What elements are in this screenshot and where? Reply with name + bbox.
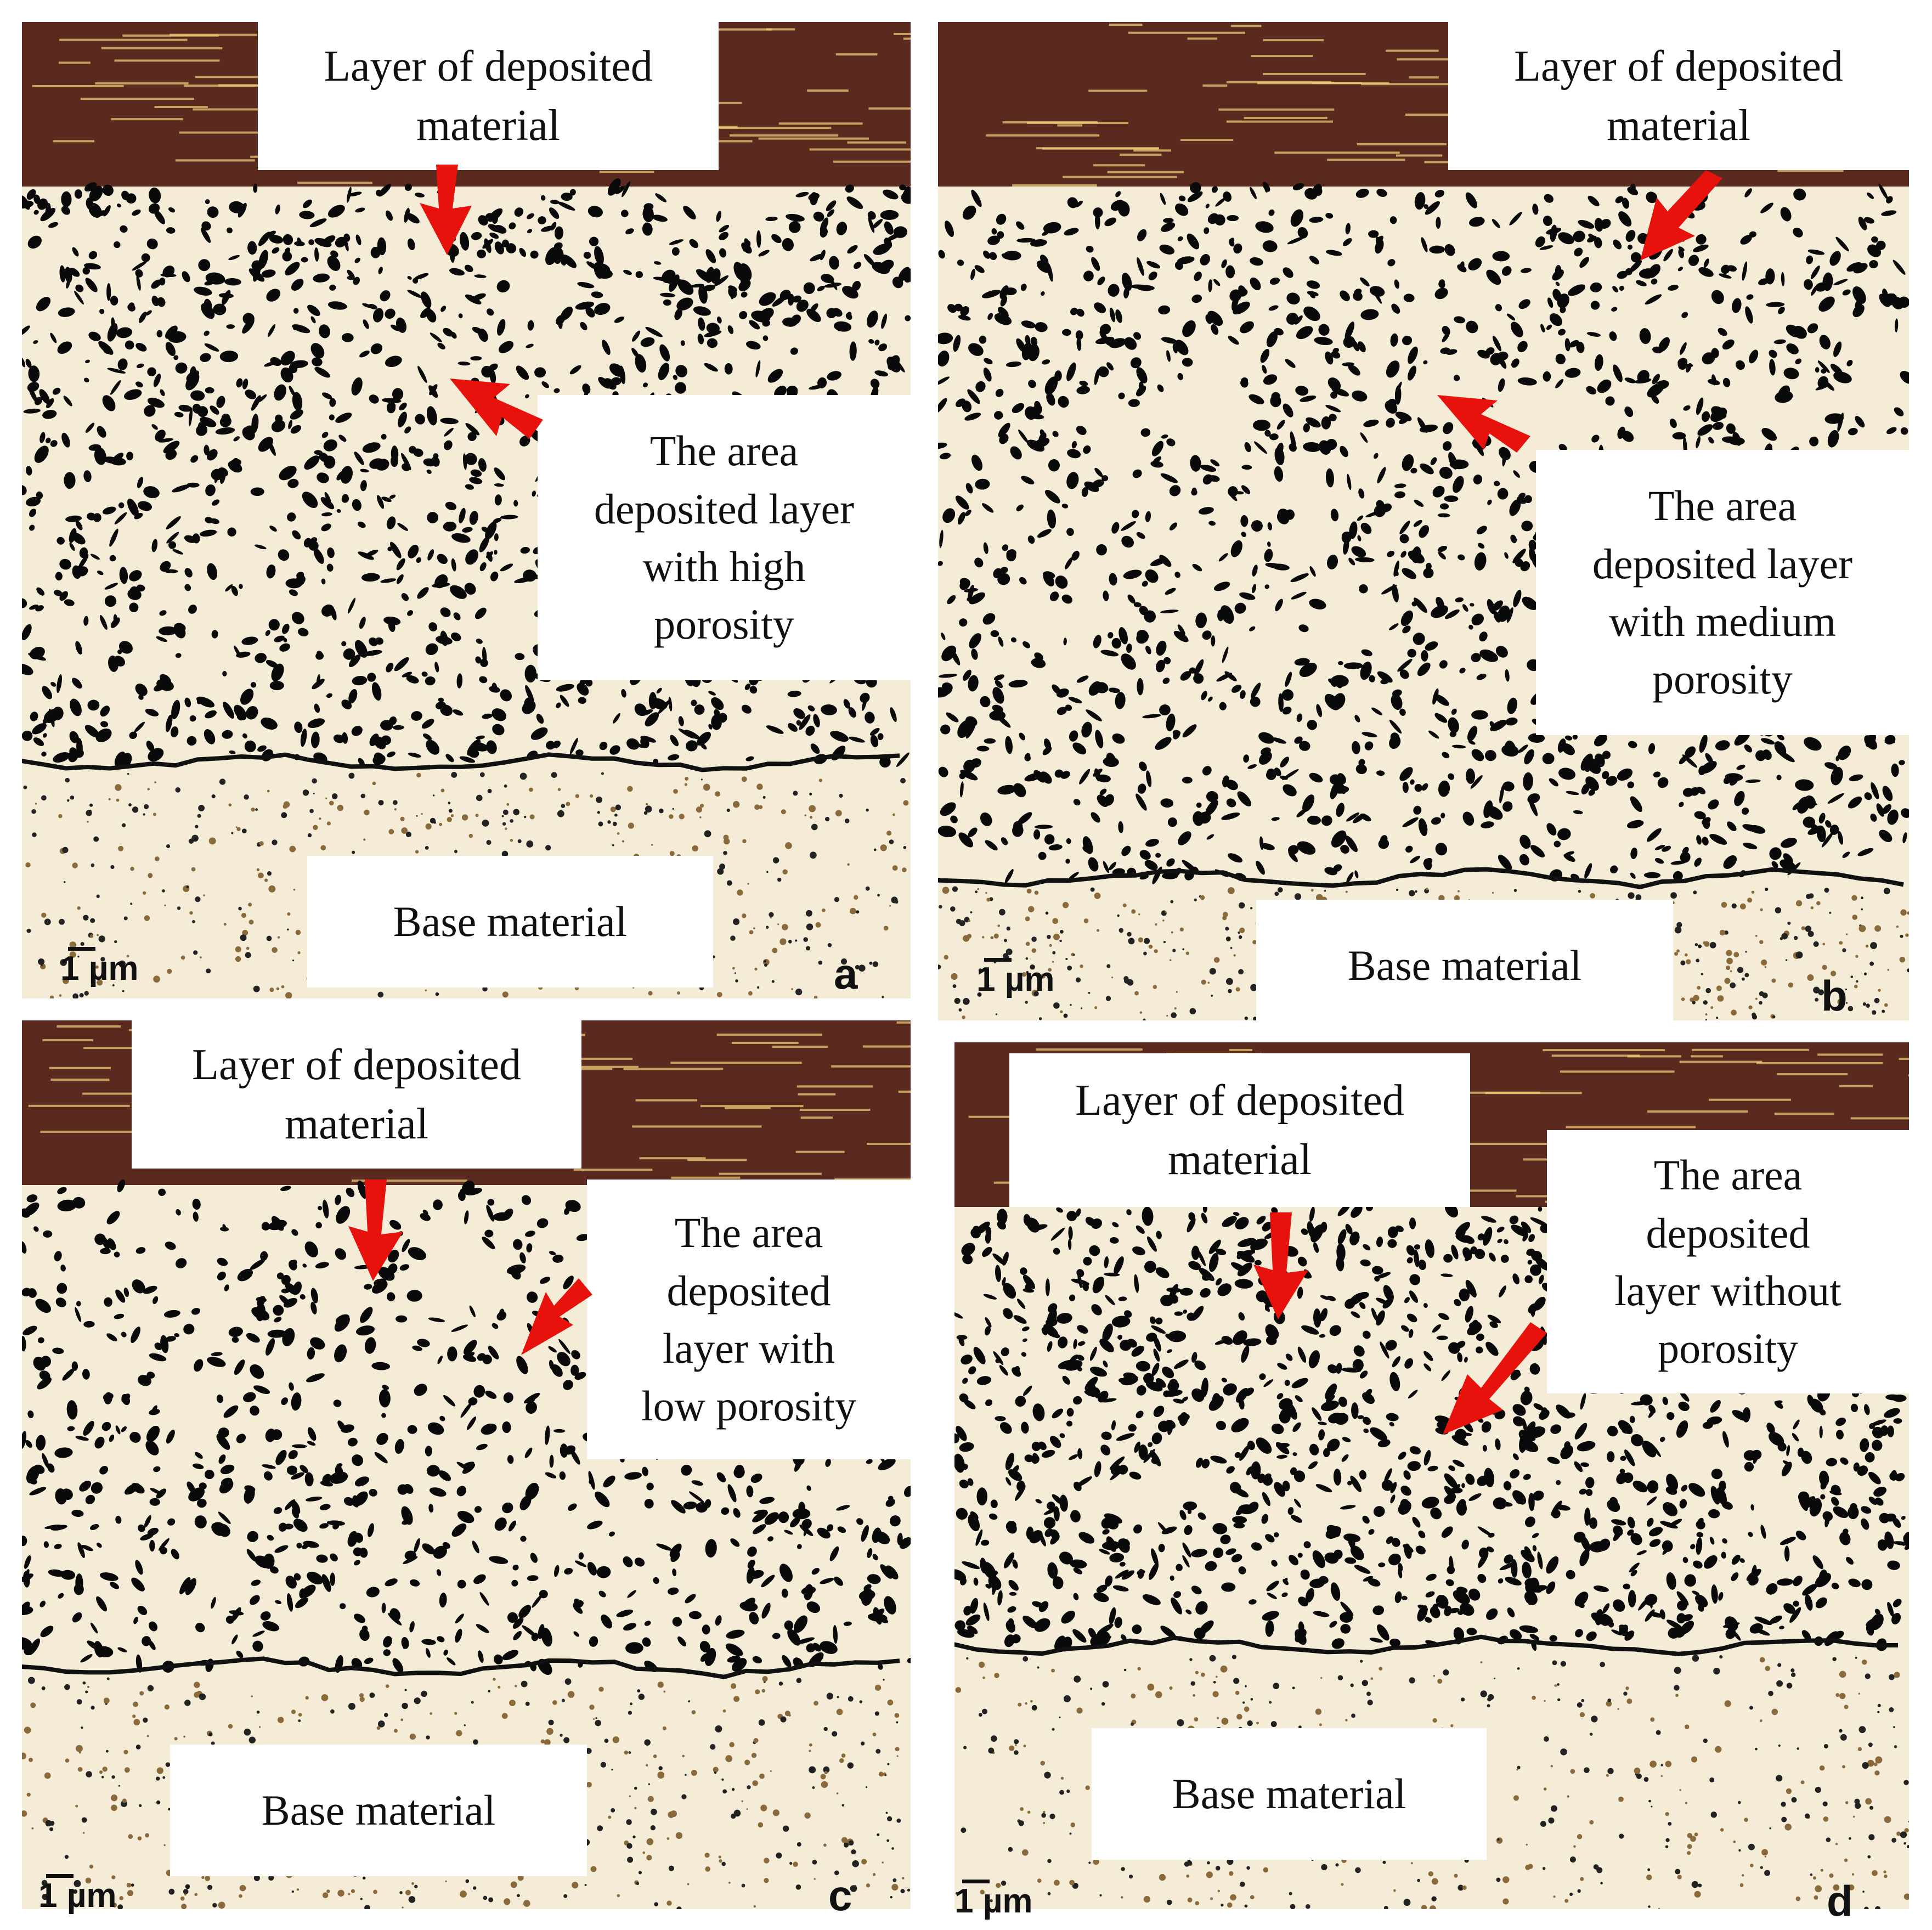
scale-bar-c: 1 µm (38, 1874, 117, 1915)
base-label-d: Base material (1092, 1728, 1487, 1860)
panel-letter-d: d (1827, 1877, 1853, 1925)
arrow-icon-c1 (348, 1180, 403, 1281)
scale-label-a: 1 µm (60, 950, 139, 987)
scale-bar-d: 1 µm (954, 1880, 1033, 1921)
arrow-icon-b2 (1437, 395, 1530, 453)
area-label-b: The area deposited layer with medium por… (1536, 450, 1909, 735)
arrow-icon-a1 (420, 165, 472, 255)
scale-label-d: 1 µm (954, 1882, 1033, 1920)
deposit-label-a: Layer of deposited material (258, 22, 719, 170)
scale-bar-b: 1 µm (976, 958, 1055, 999)
scale-label-b: 1 µm (976, 961, 1055, 998)
arrow-icon-d1 (1253, 1212, 1308, 1319)
base-label-c: Base material (170, 1745, 587, 1876)
deposit-label-b: Layer of deposited material (1448, 22, 1909, 170)
area-label-d: The area deposited layer without porosit… (1547, 1130, 1909, 1393)
panel-letter-c: c (828, 1871, 852, 1920)
scale-label-c: 1 µm (38, 1877, 117, 1915)
base-label-b: Base material (1256, 900, 1673, 1031)
deposit-label-c: Layer of deposited material (132, 1020, 581, 1169)
scale-bar-a: 1 µm (60, 947, 139, 988)
base-label-a: Base material (307, 856, 713, 987)
area-label-c: The area deposited layer with low porosi… (587, 1180, 911, 1459)
arrow-icon-b1 (1640, 170, 1722, 261)
deposit-label-d: Layer of deposited material (1009, 1053, 1470, 1207)
area-label-a: The area deposited layer with high poros… (538, 395, 911, 680)
arrow-icon-a2 (450, 379, 543, 439)
arrow-icon-d2 (1443, 1322, 1547, 1435)
panel-letter-b: b (1821, 972, 1848, 1020)
arrow-icon-c2 (521, 1278, 592, 1355)
panel-letter-a: a (834, 950, 858, 998)
